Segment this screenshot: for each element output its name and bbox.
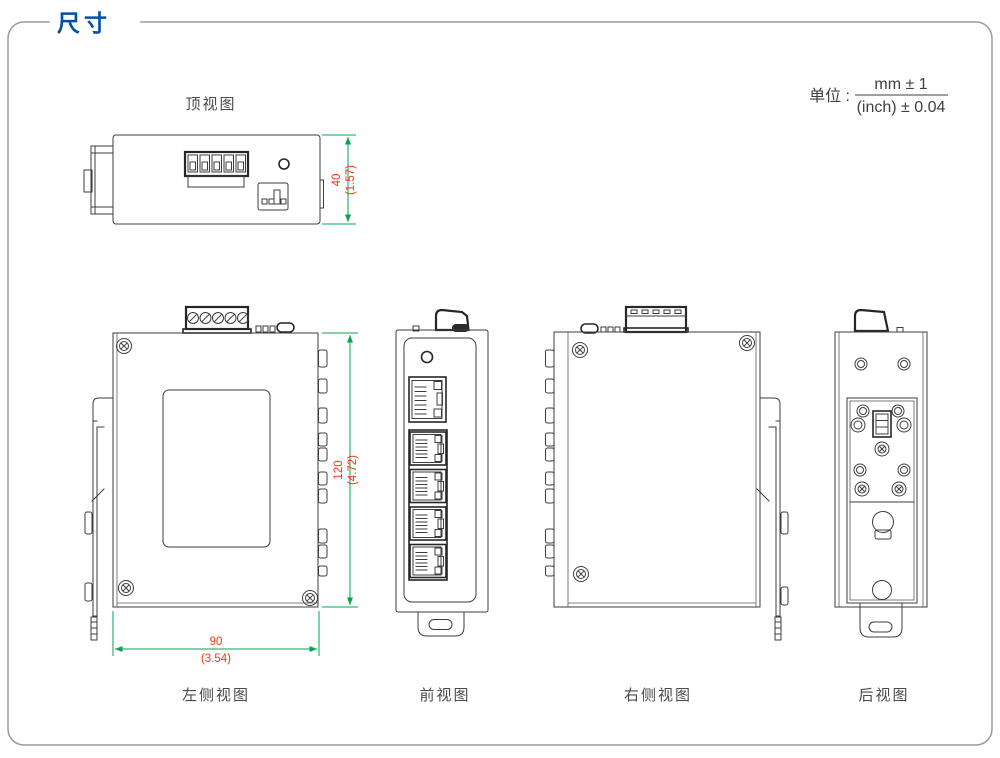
din-bracket-plate <box>846 397 918 604</box>
corner-screw <box>116 338 132 354</box>
corner-screw <box>572 342 588 358</box>
din-clip-top-view <box>83 145 114 215</box>
dim-width-inch: (3.54) <box>201 653 231 665</box>
dim-depth-mm: 40 <box>331 174 343 187</box>
view-left-side: 左侧视图 <box>84 305 359 704</box>
view-right-side: 右侧视图 <box>545 305 789 704</box>
terminal-block-top-view <box>183 150 250 188</box>
ground-screw-hole <box>278 158 290 170</box>
terminal-block-left-view <box>182 305 252 334</box>
side-port-bumps-right <box>545 349 555 577</box>
din-release-tab-front <box>417 611 465 637</box>
rj45-port-single <box>408 376 447 423</box>
rear-view-body <box>834 331 928 608</box>
corner-screw <box>573 566 589 582</box>
dim-height-mm: 120 <box>333 460 345 479</box>
unit-label: 单位 : <box>809 87 850 105</box>
dim-height-120: 120 (4.72) <box>322 332 359 608</box>
view-front-label: 前视图 <box>419 687 470 704</box>
corner-screw <box>739 335 755 351</box>
dim-width-90: 90 (3.54) <box>112 611 320 665</box>
label-area <box>162 389 271 548</box>
section-title: 尺寸 <box>57 10 111 36</box>
dim-depth-inch: (1.57) <box>345 165 357 195</box>
unit-mm: mm ± 1 <box>874 76 927 93</box>
view-right-label: 右侧视图 <box>624 687 692 704</box>
view-front: 前视图 <box>395 308 489 704</box>
view-rear-label: 后视图 <box>858 687 909 704</box>
din-release-tab-rear <box>859 602 903 638</box>
top-view-body <box>112 134 321 225</box>
front-bezel <box>403 337 477 603</box>
section-frame <box>7 21 993 746</box>
side-port-bumps-left <box>318 349 328 577</box>
terminal-block-front-view <box>412 308 470 332</box>
view-rear: 后视图 <box>834 308 928 704</box>
view-top: 顶视图 <box>83 96 357 225</box>
dim-height-inch: (4.72) <box>347 455 359 485</box>
rj45-port-group <box>408 429 448 581</box>
unit-inch: (inch) ± 0.04 <box>857 99 946 116</box>
terminal-block-rear-view <box>853 308 904 333</box>
view-left-label: 左侧视图 <box>182 687 250 704</box>
clip-slider <box>872 410 892 438</box>
right-view-body <box>553 331 761 608</box>
terminal-block-right-view <box>623 305 689 334</box>
title-mask <box>50 12 140 32</box>
reset-hole <box>420 350 434 364</box>
dim-width-mm: 90 <box>210 636 223 648</box>
guide-post <box>872 580 892 600</box>
rear-screw <box>854 357 868 371</box>
unit-note: 单位 : mm ± 1 (inch) ± 0.04 <box>809 76 948 116</box>
din-rail-clip-right <box>756 397 789 641</box>
view-top-label: 顶视图 <box>185 96 236 113</box>
spring-post <box>872 511 894 533</box>
din-rail-clip-left <box>84 397 114 641</box>
side-tab <box>319 179 324 209</box>
rear-screw <box>897 357 911 371</box>
corner-screw <box>118 580 134 596</box>
left-view-body <box>112 332 319 608</box>
dim-depth-40: 40 (1.57) <box>322 134 357 225</box>
dip-switch <box>257 182 289 211</box>
top-edge-fittings-left <box>255 322 295 333</box>
